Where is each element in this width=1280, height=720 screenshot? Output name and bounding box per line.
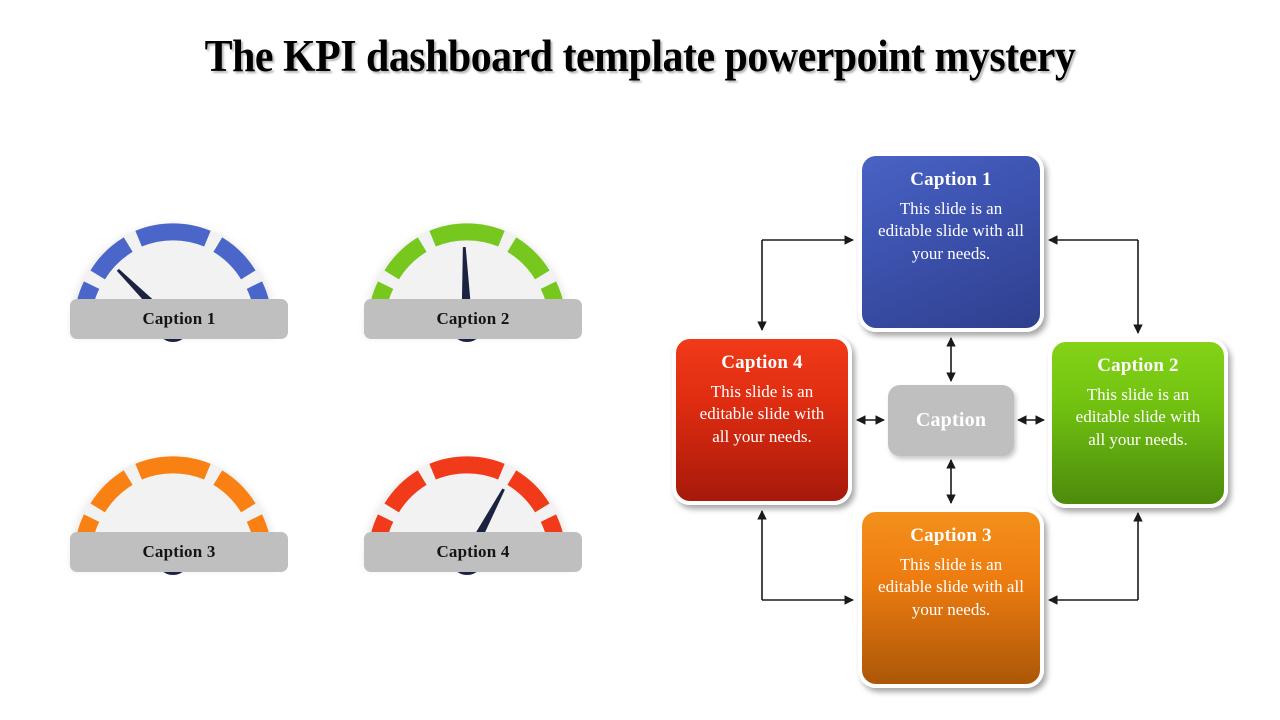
- diagram-connectors: [757, 235, 1143, 605]
- gauge-2-caption: Caption 2: [364, 299, 582, 339]
- diagram-node-left-body: This slide is an editable slide with all…: [699, 381, 825, 446]
- diagram-node-left-caption: Caption 4: [721, 352, 803, 373]
- gauge-1[interactable]: Caption 1: [55, 185, 291, 385]
- gauge-4-caption: Caption 4: [364, 532, 582, 572]
- kpi-gauges-section: Caption 1: [40, 185, 600, 615]
- gauge-1-caption: Caption 1: [70, 299, 288, 339]
- gauge-3[interactable]: Caption 3: [55, 418, 291, 618]
- diagram-node-bottom-body: This slide is an editable slide with all…: [878, 554, 1024, 619]
- gauge-3-caption: Caption 3: [70, 532, 288, 572]
- diagram-node-left[interactable]: Caption 4 This slide is an editable slid…: [672, 335, 852, 505]
- gauge-2[interactable]: Caption 2: [349, 185, 585, 385]
- diagram-node-top-caption: Caption 1: [910, 169, 992, 190]
- diagram-node-top[interactable]: Caption 1 This slide is an editable slid…: [858, 152, 1044, 332]
- diagram-node-right-body: This slide is an editable slide with all…: [1075, 384, 1201, 449]
- diagram-node-bottom-caption: Caption 3: [910, 525, 992, 546]
- diagram-node-top-body: This slide is an editable slide with all…: [878, 198, 1024, 263]
- gauge-4[interactable]: Caption 4: [349, 418, 585, 618]
- diagram-center-node[interactable]: Caption: [888, 385, 1014, 456]
- diagram-node-right[interactable]: Caption 2 This slide is an editable slid…: [1048, 338, 1228, 508]
- diagram-node-bottom[interactable]: Caption 3 This slide is an editable slid…: [858, 508, 1044, 688]
- cycle-diagram-section: Caption 1 This slide is an editable slid…: [650, 140, 1260, 700]
- diagram-node-right-caption: Caption 2: [1097, 355, 1179, 376]
- page-title: The KPI dashboard template powerpoint my…: [204, 31, 1076, 81]
